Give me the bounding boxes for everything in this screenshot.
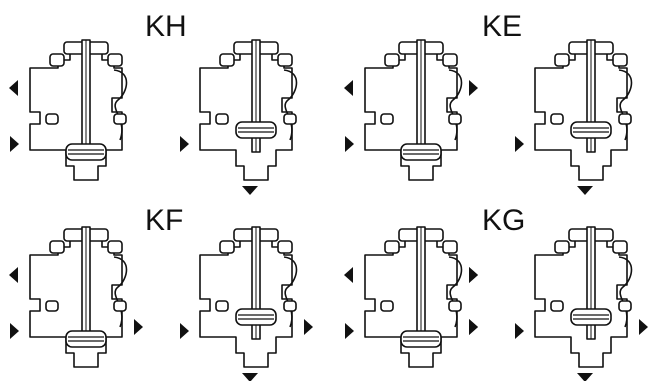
seat-ring <box>113 300 127 312</box>
fitting-right <box>107 53 123 67</box>
fitting-left <box>49 240 65 254</box>
fitting-right <box>612 53 628 67</box>
fitting-right <box>612 240 628 254</box>
valve-plug <box>400 143 442 161</box>
valve-plug <box>235 308 277 326</box>
seat-ring <box>283 113 297 125</box>
valve-plug <box>65 330 107 348</box>
valve-body <box>199 236 293 368</box>
seat-ring <box>380 300 394 312</box>
fitting-right <box>277 53 293 67</box>
fitting-left <box>384 53 400 67</box>
label-ke: KE <box>482 10 523 43</box>
valve-plug <box>570 308 612 326</box>
valve-plug <box>235 121 277 139</box>
arrow-right-out <box>469 319 478 335</box>
seat-ring <box>448 300 462 312</box>
label-kg: KG <box>482 204 526 237</box>
arrow-right-out <box>639 319 648 335</box>
valve-body <box>199 49 293 181</box>
arrow-left-out <box>9 267 18 283</box>
arrow-left-in <box>515 136 524 152</box>
fitting-left <box>554 53 570 67</box>
arrow-left-out <box>344 267 353 283</box>
seat-ring <box>45 113 59 125</box>
fitting-left <box>384 240 400 254</box>
seat-ring <box>550 113 564 125</box>
seat-ring <box>448 113 462 125</box>
arrow-right-out <box>469 80 478 96</box>
arrow-bottom-out <box>577 373 593 382</box>
fitting-right <box>277 240 293 254</box>
arrow-left-in <box>515 323 524 339</box>
valve-figure <box>180 226 313 382</box>
arrow-right-out <box>134 319 143 335</box>
fitting-left <box>219 240 235 254</box>
arrow-left-out <box>344 80 353 96</box>
valve-plug <box>570 121 612 139</box>
arrow-bottom-out <box>242 373 258 382</box>
seat-ring <box>215 300 229 312</box>
valve-body <box>534 49 628 181</box>
arrow-bottom-out <box>577 186 593 195</box>
fitting-right <box>107 240 123 254</box>
valve-figure <box>9 226 143 368</box>
seat-ring <box>550 300 564 312</box>
seat-ring <box>618 300 632 312</box>
seat-ring <box>45 300 59 312</box>
valve-body <box>534 236 628 368</box>
valve-figure <box>515 226 648 382</box>
fitting-right <box>442 53 458 67</box>
arrow-left-in <box>10 323 19 339</box>
arrow-bottom-out <box>242 186 258 195</box>
valve-plug <box>65 143 107 161</box>
arrow-left-in <box>10 136 19 152</box>
arrow-right-out <box>304 319 313 335</box>
arrow-left-in <box>180 136 189 152</box>
label-kh: KH <box>145 10 187 43</box>
arrow-left-in <box>345 136 354 152</box>
valve-figure <box>9 39 128 181</box>
valve-figure <box>515 39 633 195</box>
seat-ring <box>283 300 297 312</box>
arrow-left-in <box>180 323 189 339</box>
fitting-left <box>554 240 570 254</box>
arrow-left-out <box>9 80 18 96</box>
fitting-left <box>49 53 65 67</box>
seat-ring <box>113 113 127 125</box>
seat-ring <box>215 113 229 125</box>
valve-plug <box>400 330 442 348</box>
valve-figure <box>180 39 298 195</box>
arrow-right-out <box>469 267 478 283</box>
valve-figure <box>344 226 478 368</box>
seat-ring <box>380 113 394 125</box>
fitting-right <box>442 240 458 254</box>
seat-ring <box>618 113 632 125</box>
label-kf: KF <box>145 204 184 237</box>
valve-figure <box>344 39 478 181</box>
fitting-left <box>219 53 235 67</box>
arrow-left-in <box>345 323 354 339</box>
